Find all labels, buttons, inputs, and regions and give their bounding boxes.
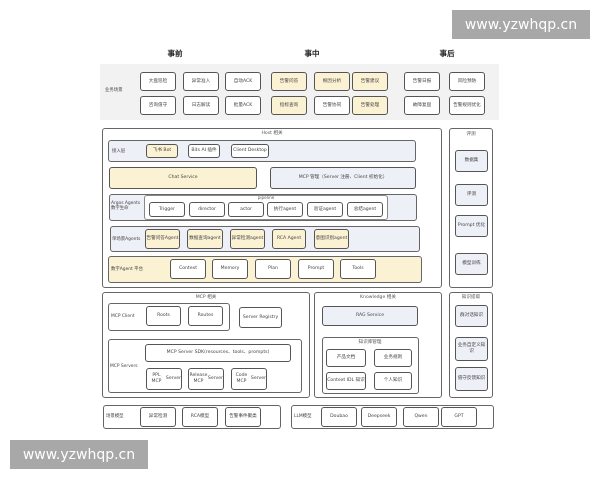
routes-box: Routes — [188, 306, 223, 326]
product-docs-box: 产品文档 — [326, 349, 366, 367]
duty-feedback-knowledge-box: 值守反馈知识 — [455, 367, 488, 391]
personal-knowledge-box: 个人知识 — [374, 372, 412, 390]
scenario-alert-qa: 告警问答 — [271, 72, 307, 91]
group-chat-knowledge-box: 群对话知识 — [455, 305, 488, 327]
plan-box: Plan — [255, 259, 291, 279]
scenario-risk-prevention: 风险预防 — [449, 72, 485, 91]
single-task-agents-label: 单场景Agents — [112, 237, 141, 242]
bits-ai-plugin-box: Bits AI 插件 — [188, 144, 220, 158]
doubao-box: Doubao — [321, 407, 357, 427]
alert-event-clustering-box: 告警事件聚类 — [225, 407, 261, 427]
scenario-consult-duty: 咨询值守 — [140, 96, 176, 115]
intent-agent-box: 意图识别agent — [314, 229, 349, 249]
host-title: Host 相关 — [261, 131, 283, 136]
data-query-agent-box: 数据查询agent — [187, 229, 223, 249]
executor-agent-box: 执行agent — [267, 202, 303, 217]
code-line1: Code MCP — [235, 373, 248, 384]
custom-business-knowledge-box: 业务自定义知识 — [455, 337, 488, 361]
feishu-bot-box: 飞书 Bot — [146, 144, 178, 158]
trigger-box: Trigger — [149, 202, 185, 217]
release-line2: Server — [207, 376, 223, 382]
dataset-box: 数据集 — [455, 150, 488, 172]
model-training-box: 模型训练 — [455, 253, 488, 275]
sdk-line1: MCP Server SDK — [166, 350, 205, 356]
watermark-top-right: www.yzwhqp.cn — [452, 10, 590, 39]
argos-label-line1: Argos Agents — [111, 201, 141, 206]
sdk-line2: (resources、tools、prompts) — [204, 350, 270, 356]
scenario-log-interpretation: 日志解读 — [183, 96, 219, 115]
scenario-incident-review: 故障复盘 — [404, 96, 440, 115]
anomaly-detect-agent-box: 异常检测agent — [230, 229, 265, 249]
llm-models-label: LLM模型 — [294, 414, 312, 419]
phase-during: 事中 — [304, 49, 320, 58]
release-line1: Release MCP — [189, 373, 208, 384]
verify-agent-box: 验证agent — [307, 202, 343, 217]
server-registry-box: Server Registry — [239, 307, 282, 328]
prompt-box: Prompt — [298, 259, 334, 279]
mcp-client-label: MCP Client — [111, 314, 135, 319]
phase-before: 事前 — [167, 49, 183, 58]
access-layer-label: 接入层 — [112, 149, 126, 154]
anomaly-detection-model-box: 异常检测 — [140, 407, 176, 427]
gpt-box: GPT — [441, 407, 477, 427]
scenario-alert-collab: 告警协同 — [314, 96, 350, 115]
evaluation-title: 评测 — [466, 132, 476, 137]
rca-agent-box: RCA Agent — [272, 229, 306, 249]
phase-after: 事后 — [439, 49, 455, 58]
kb-manage-title: 知识库管理 — [358, 340, 382, 345]
ppl-line1: PPL MCP — [151, 373, 162, 384]
scenario-alert-handling: 告警处理 — [352, 96, 388, 115]
pipeline-title: pipeline — [257, 195, 275, 200]
roots-box: Roots — [146, 306, 181, 326]
digital-agent-platform-label: 数字Agent 平台 — [111, 267, 143, 272]
scene-models-label: 场景模型 — [106, 414, 124, 419]
ppl-line2: Server — [165, 376, 181, 382]
memory-box: Memory — [212, 259, 248, 279]
mcp-server-sdk-box: MCP Server SDK(resources、tools、prompts) — [145, 344, 291, 362]
actor-box: actor — [228, 202, 264, 217]
scenario-auto-ack: 自动ACK — [225, 72, 261, 91]
context-box: Context — [170, 259, 206, 279]
alert-qa-agent-box: 告警问答Agent — [145, 229, 180, 249]
mcp-manage-box: MCP 管理（Server 注册、Client 初始化） — [270, 167, 416, 189]
rca-model-box: RCA模型 — [182, 407, 218, 427]
rag-service-box: RAG Service — [322, 306, 418, 326]
scenario-alert-advice: 告警建议 — [352, 72, 388, 91]
scenario-metric-query: 指标查询 — [271, 96, 307, 115]
deepseek-box: Deepseek — [361, 407, 397, 427]
mcp-servers-label: MCP Servers — [110, 364, 138, 369]
knowledge-title: Knowledge 相关 — [360, 295, 396, 300]
business-rules-box: 业务规则 — [374, 349, 412, 367]
scenario-anomaly-admission: 异常准入 — [183, 72, 219, 91]
scenarios-label: 业务场景 — [105, 88, 123, 93]
tools-box: Tools — [340, 259, 376, 279]
scenario-alert-daily: 告警日报 — [404, 72, 440, 91]
qwen-box: Qwen — [403, 407, 439, 427]
mcp-title: MCP 相关 — [195, 295, 217, 300]
prompt-optimize-box: Prompt 优化 — [455, 215, 488, 237]
knowledge-extraction-title: 知识提取 — [461, 295, 481, 300]
scenario-root-cause: 根因分析 — [314, 72, 350, 91]
summary-agent-box: 总结agent — [347, 202, 383, 217]
context-idl-box: Context IDL 知识 — [326, 372, 366, 390]
watermark-bottom-left: www.yzwhqp.cn — [10, 440, 148, 469]
evaluate-box: 评测 — [455, 184, 488, 206]
director-box: director — [189, 202, 225, 217]
argos-label-line2: 数字生命 — [111, 206, 129, 212]
scenario-batch-ack: 批量ACK — [225, 96, 261, 115]
chat-service-box: Chat Service — [109, 167, 257, 189]
scenario-dashboard-inspection: 大盘巡检 — [140, 72, 176, 91]
scenario-rule-optimization: 告警规则优化 — [449, 96, 485, 115]
client-desktop-box: Client Desktop — [231, 144, 269, 158]
code-line2: Server — [250, 376, 266, 382]
